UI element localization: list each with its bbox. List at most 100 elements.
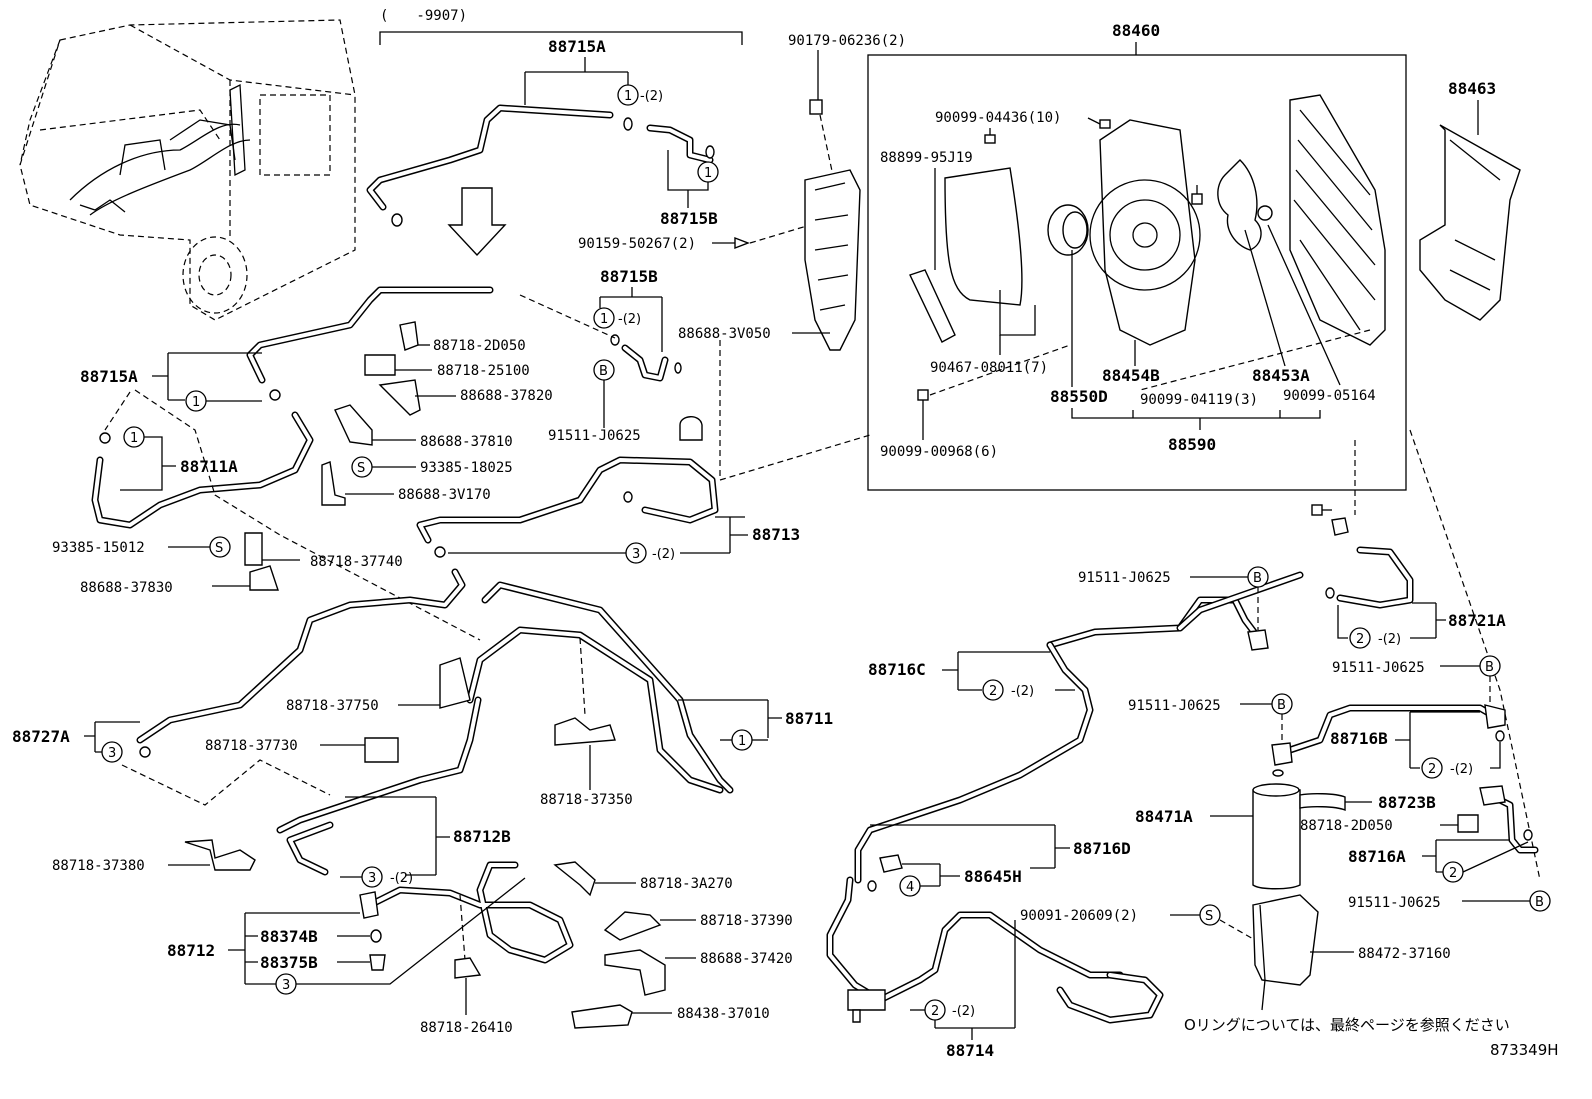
label-88374B: 88374B bbox=[260, 927, 318, 946]
svg-text:2: 2 bbox=[931, 1004, 939, 1019]
ref-1: 1 bbox=[624, 89, 632, 104]
label-88711: 88711 bbox=[785, 709, 833, 728]
label-88718-26410: 88718-26410 bbox=[420, 1020, 513, 1036]
label-90099-05164: 90099-05164 bbox=[1283, 388, 1376, 404]
label-88716A: 88716A bbox=[1348, 847, 1406, 866]
label-88718-37350: 88718-37350 bbox=[540, 792, 633, 808]
label-88711A: 88711A bbox=[180, 457, 238, 476]
label-88375B: 88375B bbox=[260, 953, 318, 972]
svg-text:-(2): -(2) bbox=[652, 547, 675, 562]
label-88716B: 88716B bbox=[1330, 729, 1388, 748]
svg-text:2: 2 bbox=[1356, 632, 1364, 647]
label-91511-J0625-c: 91511-J0625 bbox=[1332, 660, 1425, 676]
shroud-bracket bbox=[804, 169, 861, 351]
label-88645H: 88645H bbox=[964, 867, 1022, 886]
label-88688-37830: 88688-37830 bbox=[80, 580, 173, 596]
svg-text:1: 1 bbox=[192, 395, 200, 410]
receiver-drier bbox=[1252, 789, 1301, 890]
label-88715B-top: 88715B bbox=[660, 209, 718, 228]
label-88716C: 88716C bbox=[868, 660, 926, 679]
label-90091-20609: 90091-20609(2) bbox=[1020, 908, 1138, 924]
label-91511-J0625-a: 91511-J0625 bbox=[548, 428, 641, 444]
svg-text:-(2): -(2) bbox=[1450, 762, 1473, 777]
label-88718-25100: 88718-25100 bbox=[437, 363, 530, 379]
svg-text:3: 3 bbox=[282, 978, 290, 993]
assembly-88460-box bbox=[867, 54, 1407, 491]
label-93385-15012: 93385-15012 bbox=[52, 540, 145, 556]
svg-text:3: 3 bbox=[632, 547, 640, 562]
label-88718-37380: 88718-37380 bbox=[52, 858, 145, 874]
svg-text:-(2): -(2) bbox=[1011, 684, 1034, 699]
label-88718-37730: 88718-37730 bbox=[205, 738, 298, 754]
label-88715A-top: 88715A bbox=[548, 37, 606, 56]
svg-text:1: 1 bbox=[600, 312, 608, 327]
label-88718-37750: 88718-37750 bbox=[286, 698, 379, 714]
cover-panel bbox=[944, 167, 1023, 306]
fan-shroud bbox=[1099, 119, 1196, 346]
svg-text:S: S bbox=[1205, 909, 1213, 924]
label-88454B: 88454B bbox=[1102, 366, 1160, 385]
label-88472-37160: 88472-37160 bbox=[1358, 946, 1451, 962]
label-88688-3V050: 88688-3V050 bbox=[678, 326, 771, 342]
label-93385-18025: 93385-18025 bbox=[420, 460, 513, 476]
bracket-88463 bbox=[1419, 124, 1521, 321]
label-91511-J0625-b: 91511-J0625 bbox=[1078, 570, 1171, 586]
svg-text:S: S bbox=[215, 541, 223, 556]
svg-text:-(2): -(2) bbox=[952, 1004, 975, 1019]
svg-text:2: 2 bbox=[1449, 866, 1457, 881]
diagram-id: 873349H bbox=[1490, 1041, 1559, 1059]
label-90099-04119: 90099-04119(3) bbox=[1140, 392, 1258, 408]
label-91511-J0625-d: 91511-J0625 bbox=[1128, 698, 1221, 714]
label-88715A-left: 88715A bbox=[80, 367, 138, 386]
label-88438-37010: 88438-37010 bbox=[677, 1006, 770, 1022]
direction-arrow-icon bbox=[447, 187, 507, 257]
label-88715B-mid: 88715B bbox=[600, 267, 658, 286]
svg-text:B: B bbox=[1485, 660, 1494, 675]
svg-text:1: 1 bbox=[738, 734, 746, 749]
label-88718-2D050-a: 88718-2D050 bbox=[433, 338, 526, 354]
label-88714: 88714 bbox=[946, 1041, 994, 1060]
svg-text:S: S bbox=[357, 461, 365, 476]
label-88453A: 88453A bbox=[1252, 366, 1310, 385]
label-88712B: 88712B bbox=[453, 827, 511, 846]
label-90099-00968: 90099-00968(6) bbox=[880, 444, 998, 460]
svg-text:B: B bbox=[1253, 571, 1262, 586]
label-88471A: 88471A bbox=[1135, 807, 1193, 826]
date-range-label: ( -9907) bbox=[380, 8, 467, 24]
label-88716D: 88716D bbox=[1073, 839, 1131, 858]
label-88899-95J19: 88899-95J19 bbox=[880, 150, 973, 166]
label-88550D: 88550D bbox=[1050, 387, 1108, 406]
svg-text:2: 2 bbox=[989, 684, 997, 699]
label-88718-3A270: 88718-3A270 bbox=[640, 876, 733, 892]
label-88718-37740: 88718-37740 bbox=[310, 554, 403, 570]
svg-text:1: 1 bbox=[130, 431, 138, 446]
svg-text:-(2): -(2) bbox=[390, 871, 413, 886]
label-88713: 88713 bbox=[752, 525, 800, 544]
label-90099-04436: 90099-04436(10) bbox=[935, 110, 1061, 126]
label-88460: 88460 bbox=[1112, 21, 1160, 40]
label-88727A: 88727A bbox=[12, 727, 70, 746]
o-ring-note: Oリングについては、最終ページを参照ください bbox=[1184, 1016, 1510, 1034]
svg-text:2: 2 bbox=[1428, 762, 1436, 777]
svg-text:3: 3 bbox=[108, 746, 116, 761]
svg-text:B: B bbox=[1535, 895, 1544, 910]
label-91511-J0625-e: 91511-J0625 bbox=[1348, 895, 1441, 911]
label-88718-37390: 88718-37390 bbox=[700, 913, 793, 929]
svg-text:B: B bbox=[1277, 698, 1286, 713]
svg-text:-(2): -(2) bbox=[1378, 632, 1401, 647]
svg-text:-(2): -(2) bbox=[618, 312, 641, 327]
label-88718-2D050-b: 88718-2D050 bbox=[1300, 818, 1393, 834]
svg-text:B: B bbox=[599, 364, 608, 379]
truck-cab-illustration bbox=[19, 19, 356, 321]
label-88721A: 88721A bbox=[1448, 611, 1506, 630]
label-88688-3V170: 88688-3V170 bbox=[398, 487, 491, 503]
label-88590: 88590 bbox=[1168, 435, 1216, 454]
label-88688-37820: 88688-37820 bbox=[460, 388, 553, 404]
drier-bracket bbox=[1252, 894, 1319, 986]
fan-blade bbox=[1217, 159, 1262, 251]
label-88688-37420: 88688-37420 bbox=[700, 951, 793, 967]
svg-text:4: 4 bbox=[906, 880, 914, 895]
svg-text:1: 1 bbox=[704, 166, 712, 181]
label-88712: 88712 bbox=[167, 941, 215, 960]
